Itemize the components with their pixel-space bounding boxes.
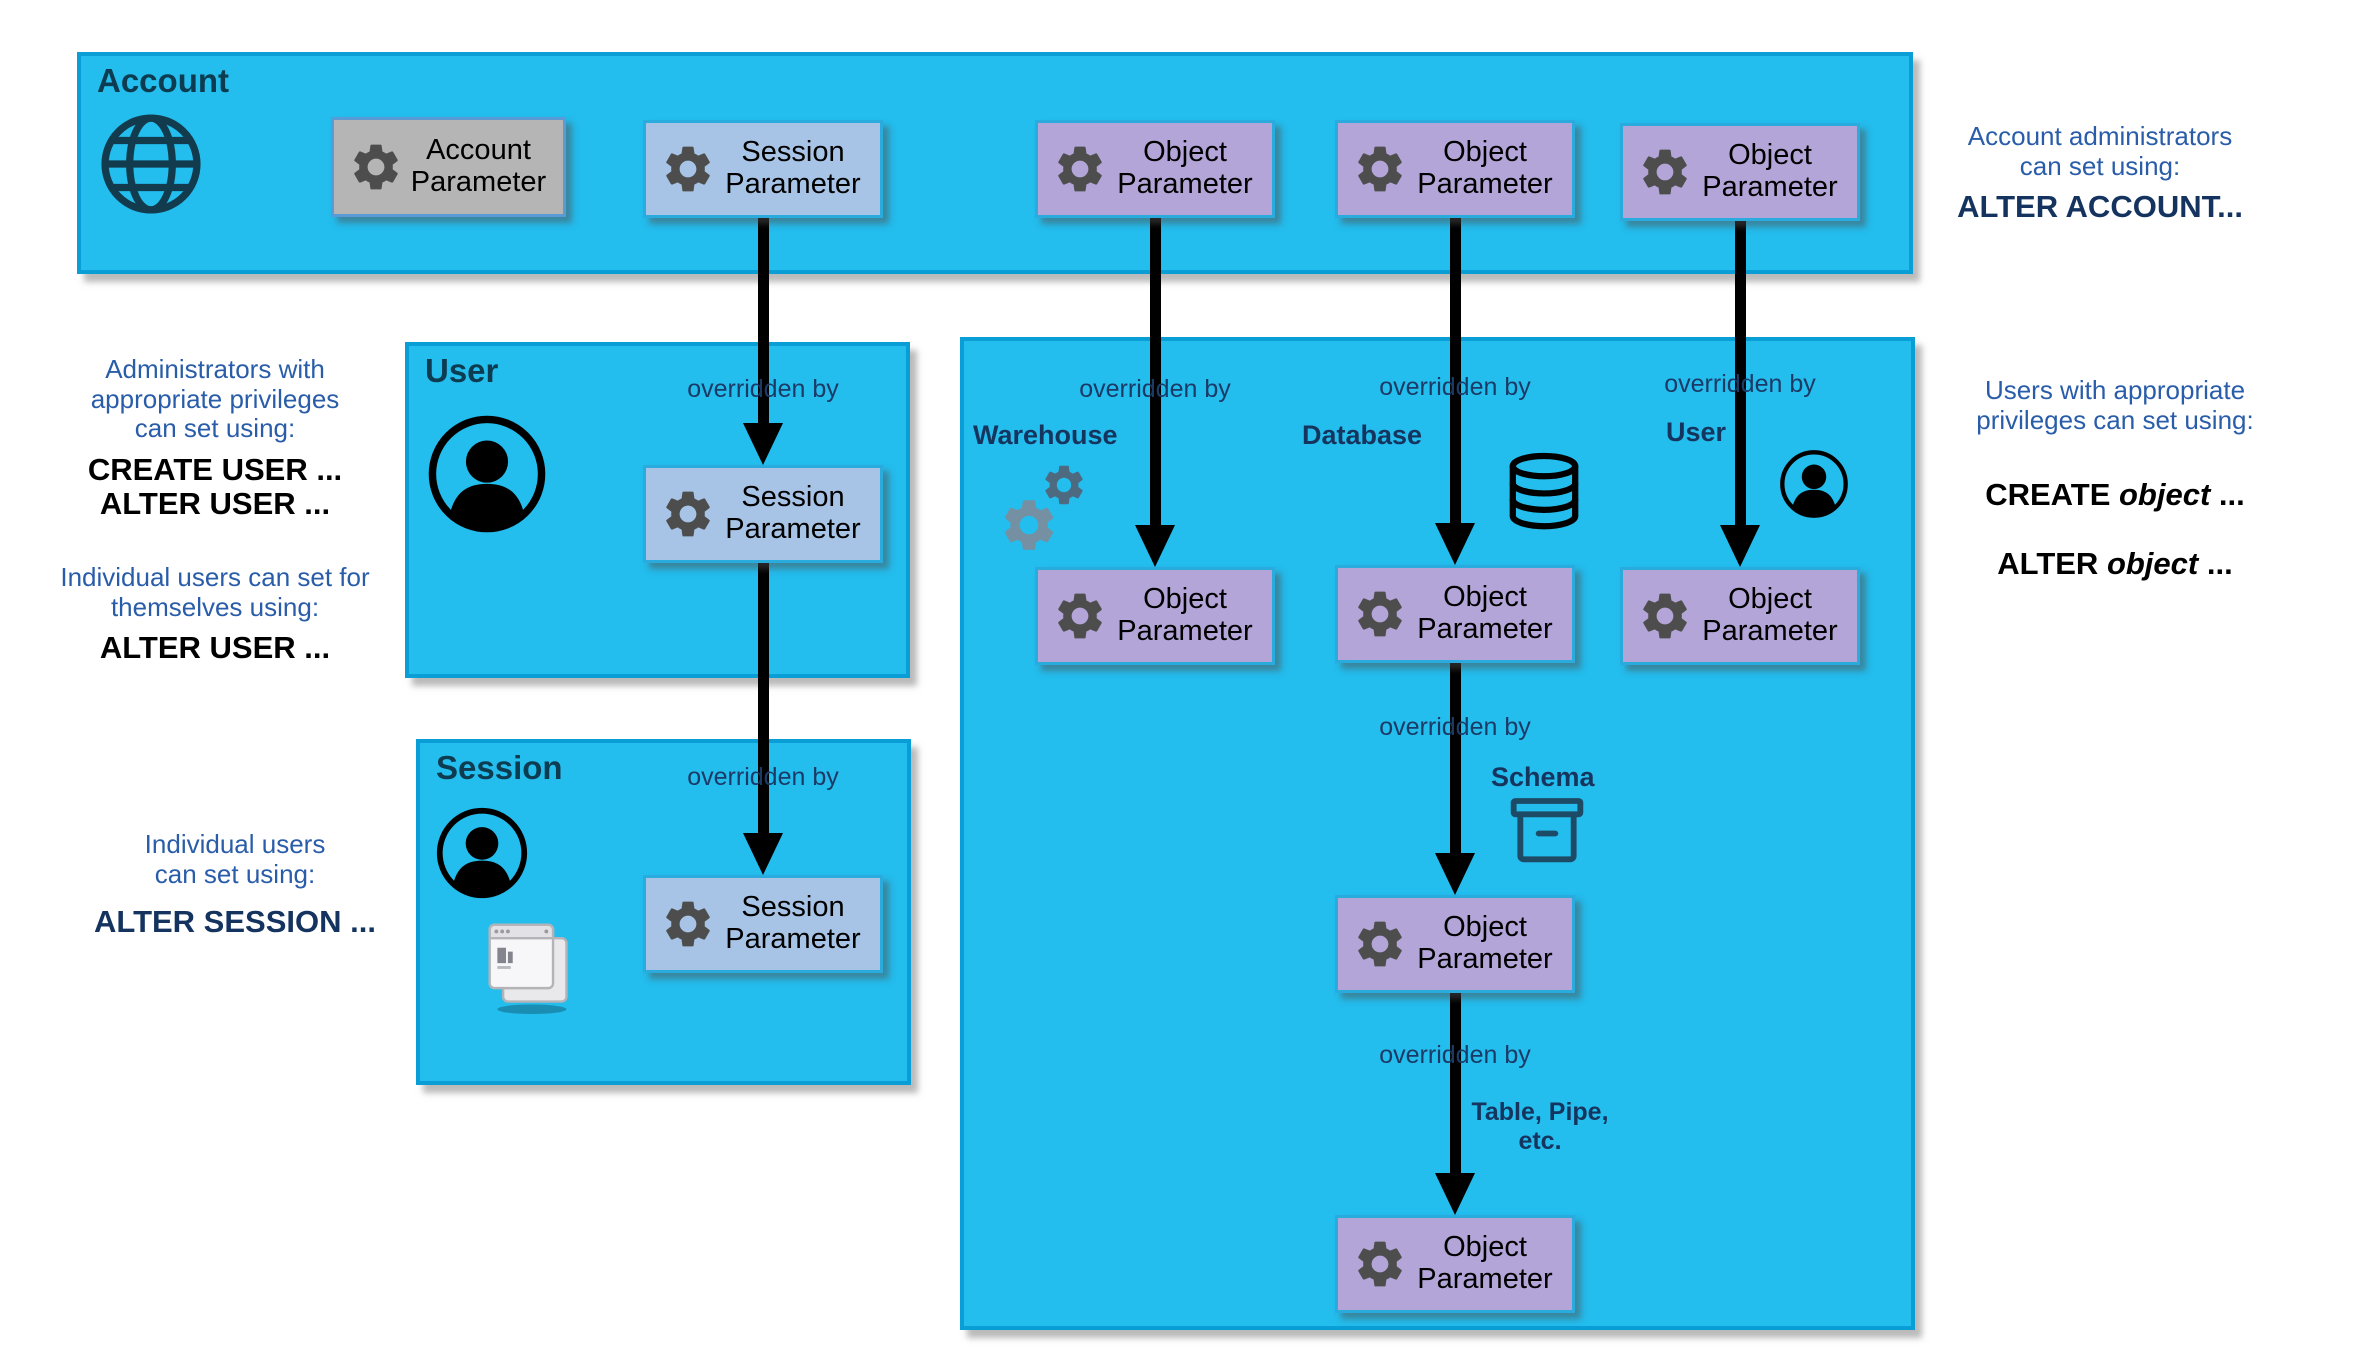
account-parameter-box: Account Parameter: [331, 117, 566, 217]
overridden-by-label: overridden by: [1379, 713, 1531, 741]
note-command: ALTER SESSION ...: [94, 904, 376, 940]
gear-icon: [660, 141, 716, 197]
arrow-object-to-database: [1435, 218, 1475, 565]
arrow-user-session-to-session: [743, 563, 783, 875]
gear-icon: [1637, 144, 1693, 200]
note-lead: Individual users can set using:: [144, 829, 326, 889]
note-user-admins: Administrators with appropriate privileg…: [40, 354, 390, 521]
session-parameter-box: Session Parameter: [643, 120, 883, 218]
object-parameter-box: Object Parameter: [1335, 895, 1575, 993]
gear-icon: [1052, 141, 1108, 197]
note-lead: Account administrators can set using:: [1967, 121, 2233, 181]
note-command: CREATE USER ... ALTER USER ...: [87, 451, 343, 521]
database-icon: [1505, 452, 1583, 538]
level-label-warehouse: Warehouse: [973, 420, 1118, 450]
gear-icon: [1352, 1236, 1408, 1292]
session-panel-title: Session: [436, 749, 563, 786]
parameter-label: Object Parameter: [1417, 581, 1553, 645]
overridden-by-label: overridden by: [687, 375, 839, 403]
object-parameter-box: Object Parameter: [1620, 123, 1860, 221]
note-user-self: Individual users can set for themselves …: [35, 562, 395, 666]
object-parameter-box: Object Parameter: [1035, 567, 1275, 665]
parameter-label: Session Parameter: [725, 481, 861, 545]
person-circle-icon: [434, 805, 530, 901]
gear-icon: [660, 896, 716, 952]
session-parameter-box: Session Parameter: [643, 465, 883, 563]
note-session-self: Individual users can set using: ALTER SE…: [55, 829, 415, 940]
object-parameter-box: Object Parameter: [1335, 1215, 1575, 1313]
arrow-account-session-to-user: [743, 218, 783, 465]
level-label-user: User: [1666, 417, 1727, 447]
note-lead: Administrators with appropriate privileg…: [90, 354, 340, 444]
parameter-label: Object Parameter: [1417, 136, 1553, 200]
globe-icon: [95, 108, 207, 220]
gear-icon: [1352, 586, 1408, 642]
overridden-by-label: overridden by: [1379, 373, 1531, 401]
note-object-users: Users with appropriate privileges can se…: [1945, 375, 2285, 615]
app-windows-icon: [482, 919, 578, 1015]
parameter-label: Session Parameter: [725, 136, 861, 200]
note-command-alter-line: ALTER object ...: [1997, 545, 2233, 581]
parameter-label: Object Parameter: [1702, 139, 1838, 203]
account-panel-title: Account: [97, 62, 229, 99]
object-parameter-box: Object Parameter: [1035, 120, 1275, 218]
parameter-label: Object Parameter: [1117, 583, 1253, 647]
overridden-by-label: overridden by: [1664, 370, 1816, 398]
parameter-label: Session Parameter: [725, 891, 861, 955]
note-command: ALTER USER ...: [99, 630, 331, 666]
arrow-database-to-schema: [1435, 663, 1475, 895]
gear-icon: [1052, 588, 1108, 644]
note-command: CREATE object ... ALTER object ...: [1945, 444, 2285, 614]
gear-icon: [348, 139, 404, 195]
gear-icon: [1352, 141, 1408, 197]
gears-icon: [998, 494, 1060, 556]
object-parameter-box: Object Parameter: [1335, 120, 1575, 218]
session-parameter-box: Session Parameter: [643, 875, 883, 973]
person-circle-icon: [425, 412, 549, 536]
arrow-object-to-user-level: [1720, 221, 1760, 567]
level-label-database: Database: [1302, 420, 1423, 450]
gear-icon: [660, 486, 716, 542]
gear-icon: [1637, 588, 1693, 644]
arrow-object-to-warehouse: [1135, 218, 1175, 567]
person-circle-icon: [1778, 448, 1850, 520]
user-panel-title: User: [425, 352, 499, 389]
parameter-label: Object Parameter: [1117, 136, 1253, 200]
note-command-create-line: CREATE object ...: [1985, 477, 2245, 513]
note-lead: Users with appropriate privileges can se…: [1976, 375, 2254, 435]
parameter-label: Object Parameter: [1417, 1231, 1553, 1295]
overridden-by-label: overridden by: [1079, 375, 1231, 403]
storage-box-icon: [1504, 796, 1590, 866]
gear-icon: [1352, 916, 1408, 972]
note-lead: Individual users can set for themselves …: [60, 562, 370, 622]
parameter-label: Object Parameter: [1417, 911, 1553, 975]
level-label-table-pipe: Table, Pipe, etc.: [1471, 1098, 1609, 1155]
object-hierarchy-panel: [960, 337, 1915, 1330]
parameter-label: Account Parameter: [410, 134, 547, 198]
overridden-by-label: overridden by: [687, 763, 839, 791]
note-command: ALTER ACCOUNT...: [1957, 189, 2243, 225]
object-parameter-box: Object Parameter: [1620, 567, 1860, 665]
gears-icon: [1040, 461, 1088, 509]
object-parameter-box: Object Parameter: [1335, 565, 1575, 663]
note-account-admins: Account administrators can set using: AL…: [1940, 121, 2260, 225]
level-label-schema: Schema: [1491, 762, 1595, 792]
parameter-label: Object Parameter: [1702, 583, 1838, 647]
overridden-by-label: overridden by: [1379, 1041, 1531, 1069]
arrow-schema-to-table: [1435, 993, 1475, 1215]
